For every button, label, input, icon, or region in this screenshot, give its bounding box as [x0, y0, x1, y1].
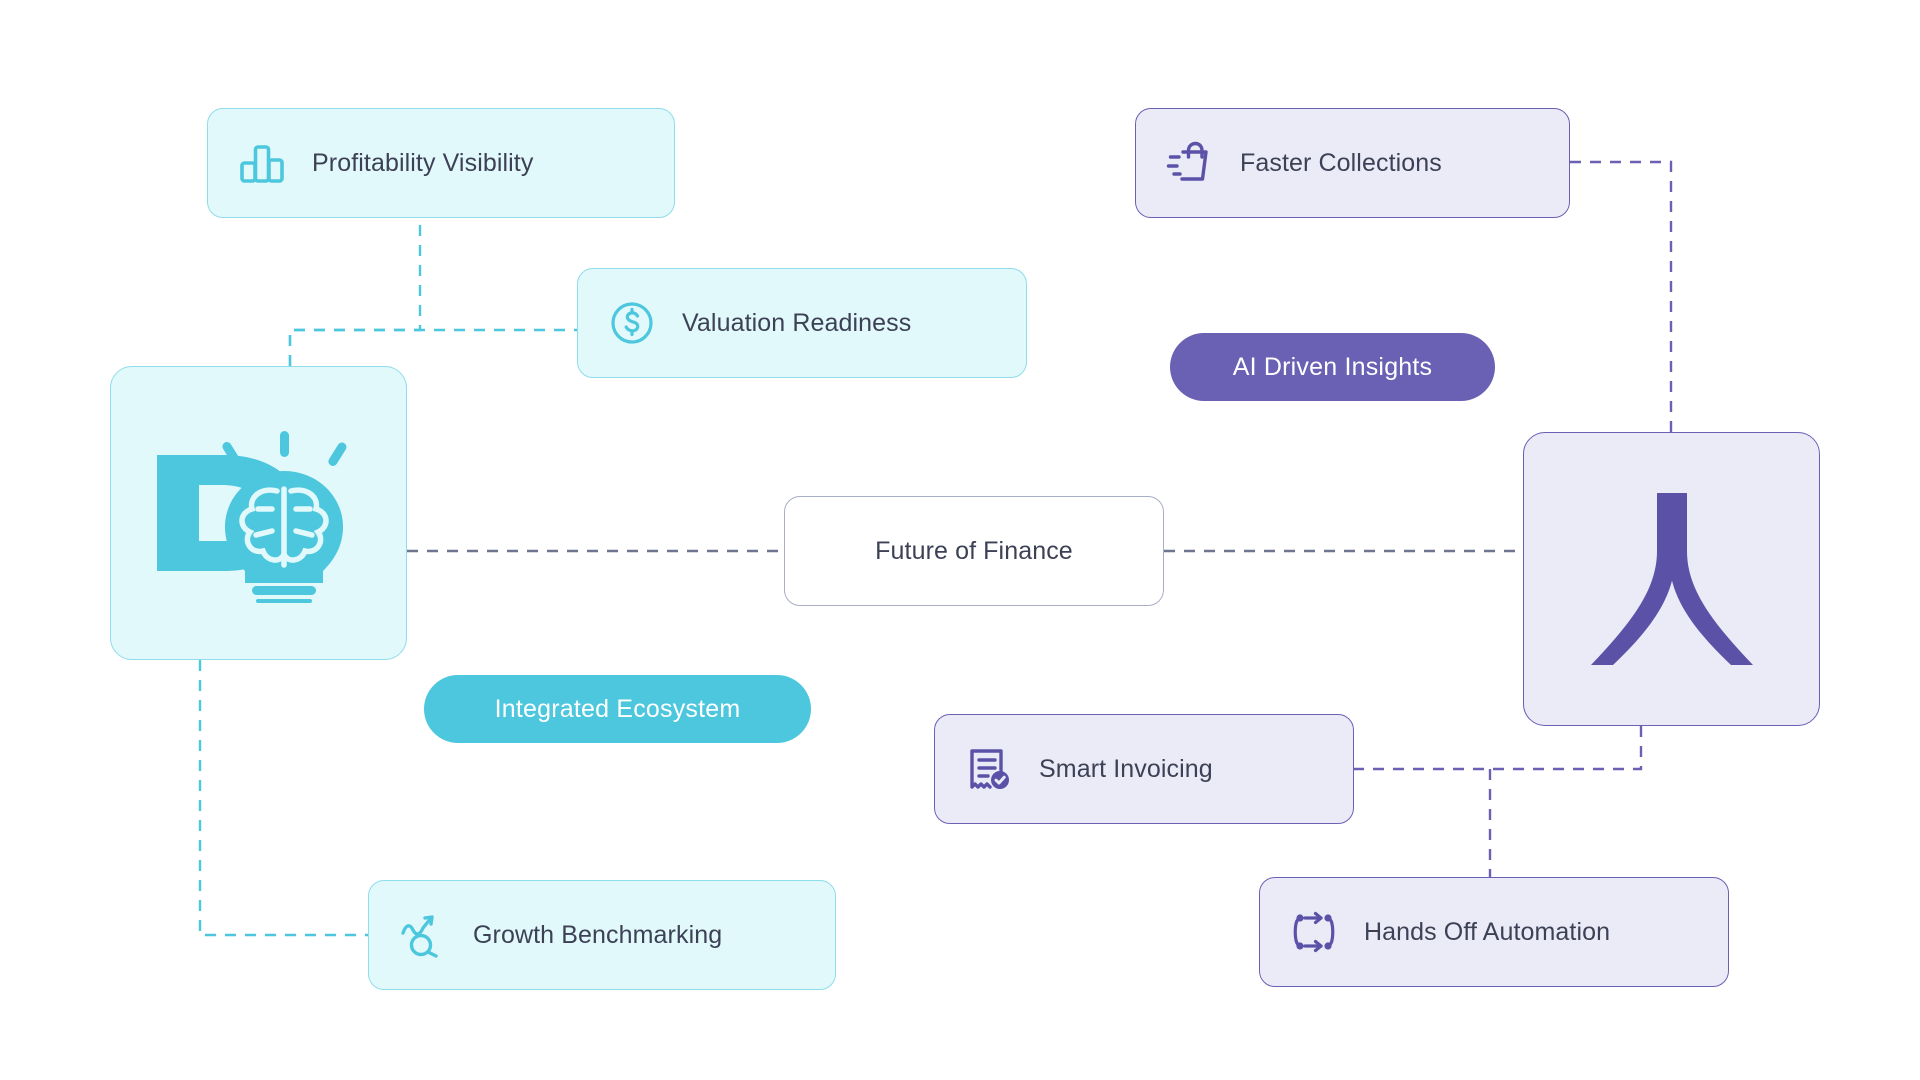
edge-logo-right-to-invoicing — [1354, 726, 1643, 771]
brain-lightbulb-d-logo-icon — [157, 431, 347, 603]
node-profitability-visibility[interactable]: Profitability Visibility — [207, 108, 675, 218]
pill-label: Integrated Ecosystem — [494, 694, 741, 723]
dollar-coin-icon — [606, 297, 658, 349]
arch-lambda-logo-icon — [1590, 492, 1753, 665]
node-label: Valuation Readiness — [682, 308, 912, 337]
node-label: Future of Finance — [875, 536, 1073, 565]
node-faster-collections[interactable]: Faster Collections — [1135, 108, 1570, 218]
node-future-of-finance[interactable]: Future of Finance — [784, 496, 1164, 606]
brand-logo-left — [110, 366, 407, 660]
node-label: Profitability Visibility — [312, 148, 534, 177]
edge-logo-to-profitability — [288, 218, 422, 366]
brand-logo-right — [1523, 432, 1820, 726]
node-valuation-readiness[interactable]: Valuation Readiness — [577, 268, 1027, 378]
bar-chart-icon — [236, 137, 288, 189]
workflow-nodes-icon — [1288, 906, 1340, 958]
edge-logo-to-growth — [198, 660, 368, 937]
node-hands-off-automation[interactable]: Hands Off Automation — [1259, 877, 1729, 987]
trend-search-icon — [397, 909, 449, 961]
pill-label: AI Driven Insights — [1232, 352, 1433, 381]
node-label: Hands Off Automation — [1364, 917, 1611, 946]
invoice-check-icon — [963, 743, 1015, 795]
node-smart-invoicing[interactable]: Smart Invoicing — [934, 714, 1354, 824]
shopping-bag-speed-icon — [1164, 137, 1216, 189]
pill-ai-driven-insights[interactable]: AI Driven Insights — [1170, 333, 1495, 401]
node-label: Smart Invoicing — [1039, 754, 1213, 783]
edge-logo-right-to-collections — [1570, 160, 1673, 432]
edge-logo-to-valuation — [288, 328, 577, 366]
pill-integrated-ecosystem[interactable]: Integrated Ecosystem — [424, 675, 811, 743]
node-label: Growth Benchmarking — [473, 920, 723, 949]
node-growth-benchmarking[interactable]: Growth Benchmarking — [368, 880, 836, 990]
node-label: Faster Collections — [1240, 148, 1442, 177]
